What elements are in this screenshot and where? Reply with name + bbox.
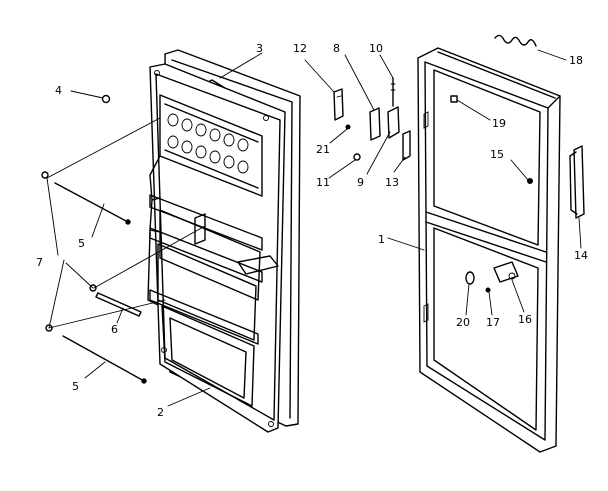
callout-5-upper: 5 (78, 237, 85, 250)
rod-end-caps (41, 171, 97, 332)
callout-13: 13 (385, 176, 399, 189)
callout-1: 1 (378, 233, 385, 246)
callout-14: 14 (574, 249, 588, 262)
bracket-part-12 (333, 88, 344, 121)
screw-part-4 (101, 94, 111, 104)
callout-5-lower: 5 (72, 380, 79, 393)
outer-door-panel (417, 47, 561, 453)
callout-12: 12 (293, 42, 307, 55)
screw-part-15 (527, 178, 533, 184)
callout-10: 10 (369, 42, 383, 55)
callout-7: 7 (36, 256, 43, 269)
callout-8: 8 (333, 42, 340, 55)
screw-part-17 (485, 287, 491, 293)
hinge-bracket-part-8 (369, 107, 381, 141)
callout-17: 17 (486, 316, 500, 329)
clip-part-19 (450, 95, 458, 103)
callout-9: 9 (357, 176, 364, 189)
shelf-bar-part-6 (95, 292, 142, 317)
callout-18: 18 (569, 54, 583, 67)
door-liner (147, 63, 286, 433)
callout-3: 3 (256, 42, 263, 55)
shelf-rod-upper (54, 182, 131, 225)
callout-20: 20 (456, 316, 470, 329)
leader-lines (46, 49, 582, 407)
callout-6: 6 (111, 323, 118, 336)
callout-4: 4 (55, 84, 62, 97)
shelf-rod-lower (62, 335, 147, 384)
door-handle-part-14 (569, 145, 585, 219)
callout-19: 19 (492, 117, 506, 130)
callout-21: 21 (316, 143, 330, 156)
callout-16: 16 (518, 313, 532, 326)
hinge-plate-part-9 (387, 106, 400, 139)
callout-15: 15 (490, 148, 504, 161)
pin-part-10 (390, 77, 396, 107)
logo-strip-part-18 (494, 34, 537, 47)
screw-part-11 (353, 153, 361, 161)
screw-part-21 (345, 124, 351, 130)
callout-labels: 4 3 12 8 10 18 19 21 11 9 13 15 14 1 5 7… (36, 42, 588, 419)
knob-part-20 (465, 271, 475, 285)
latch-part-16 (493, 261, 519, 283)
callout-11: 11 (316, 176, 330, 189)
egg-cups (167, 113, 249, 174)
callout-2: 2 (157, 406, 164, 419)
bracket-part-13 (402, 130, 411, 161)
